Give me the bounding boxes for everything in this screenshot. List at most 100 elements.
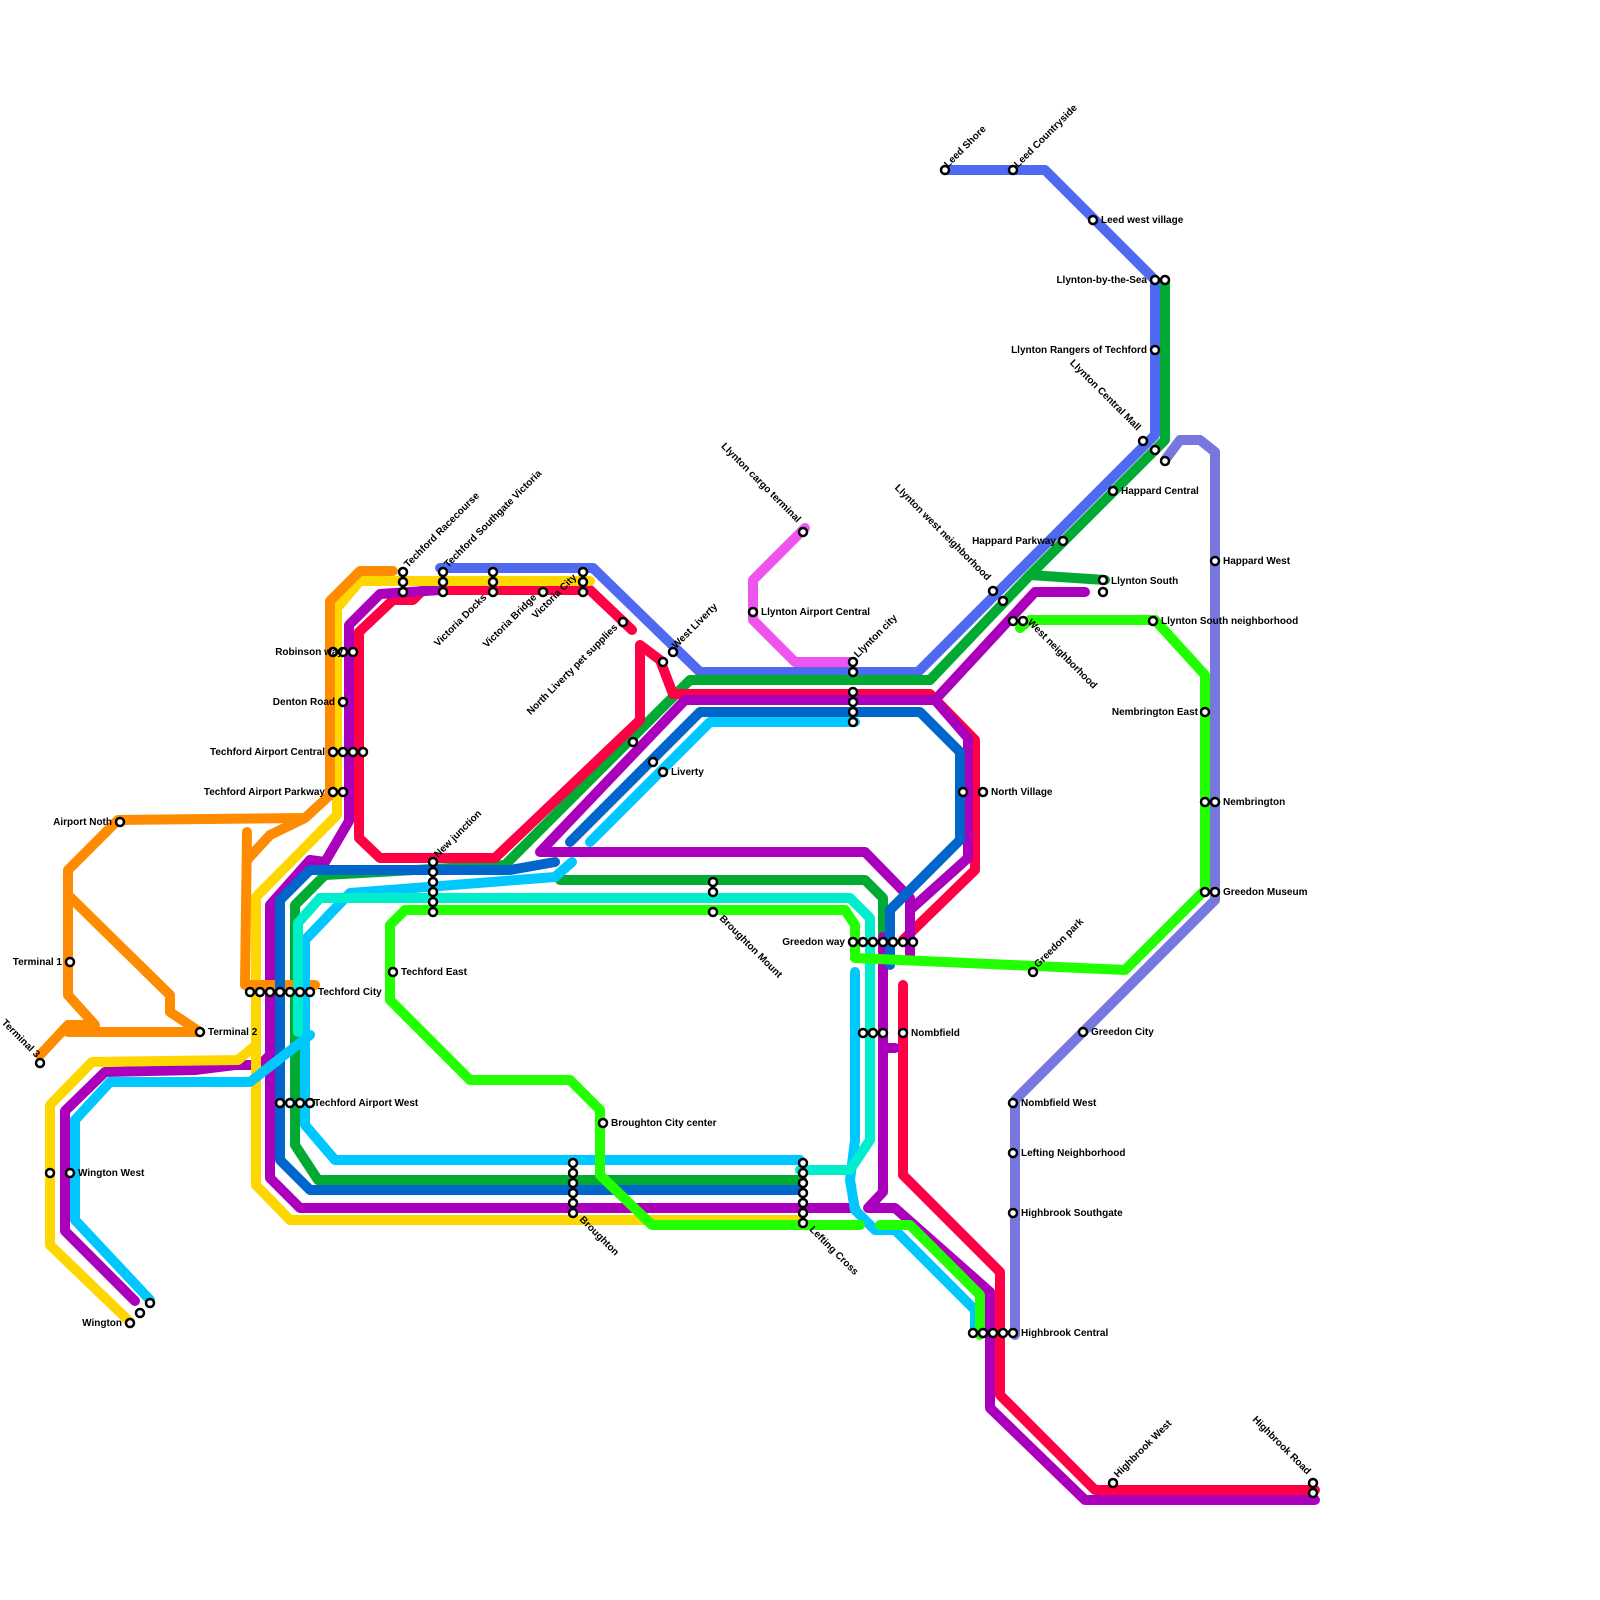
station-marker[interactable] <box>799 1219 807 1227</box>
station-marker[interactable] <box>1109 1479 1117 1487</box>
station-marker[interactable] <box>1309 1479 1317 1487</box>
station-marker[interactable] <box>246 988 254 996</box>
station-marker[interactable] <box>849 938 857 946</box>
station-marker[interactable] <box>429 898 437 906</box>
station-marker[interactable] <box>909 938 917 946</box>
station-marker[interactable] <box>36 1059 44 1067</box>
station-marker[interactable] <box>599 1119 607 1127</box>
station-marker[interactable] <box>569 1209 577 1217</box>
station-marker[interactable] <box>999 597 1007 605</box>
station-marker[interactable] <box>1211 557 1219 565</box>
station-marker[interactable] <box>959 788 967 796</box>
station-marker[interactable] <box>749 608 757 616</box>
station-marker[interactable] <box>879 938 887 946</box>
station-marker[interactable] <box>489 578 497 586</box>
station-marker[interactable] <box>569 1189 577 1197</box>
station-marker[interactable] <box>306 988 314 996</box>
station-marker[interactable] <box>399 578 407 586</box>
station-marker[interactable] <box>1161 457 1169 465</box>
station-marker[interactable] <box>1109 487 1117 495</box>
station-marker[interactable] <box>859 1029 867 1037</box>
station-marker[interactable] <box>489 568 497 576</box>
station-marker[interactable] <box>1009 1099 1017 1107</box>
station-marker[interactable] <box>849 718 857 726</box>
station-marker[interactable] <box>1151 346 1159 354</box>
station-marker[interactable] <box>1151 276 1159 284</box>
station-marker[interactable] <box>1059 537 1067 545</box>
station-marker[interactable] <box>276 988 284 996</box>
station-marker[interactable] <box>306 1099 314 1107</box>
station-marker[interactable] <box>339 788 347 796</box>
station-marker[interactable] <box>989 587 997 595</box>
station-marker[interactable] <box>619 618 627 626</box>
station-marker[interactable] <box>1139 437 1147 445</box>
station-marker[interactable] <box>859 938 867 946</box>
station-marker[interactable] <box>146 1299 154 1307</box>
station-marker[interactable] <box>889 938 897 946</box>
station-marker[interactable] <box>429 878 437 886</box>
station-marker[interactable] <box>999 1329 1007 1337</box>
station-marker[interactable] <box>869 1029 877 1037</box>
station-marker[interactable] <box>579 568 587 576</box>
station-marker[interactable] <box>579 588 587 596</box>
station-marker[interactable] <box>649 758 657 766</box>
station-marker[interactable] <box>1149 617 1157 625</box>
station-marker[interactable] <box>429 888 437 896</box>
station-marker[interactable] <box>629 738 637 746</box>
station-marker[interactable] <box>709 878 717 886</box>
station-marker[interactable] <box>296 1099 304 1107</box>
station-marker[interactable] <box>799 1159 807 1167</box>
station-marker[interactable] <box>46 1169 54 1177</box>
station-marker[interactable] <box>1201 888 1209 896</box>
station-marker[interactable] <box>1009 1209 1017 1217</box>
station-marker[interactable] <box>1211 798 1219 806</box>
station-marker[interactable] <box>1099 588 1107 596</box>
station-marker[interactable] <box>1009 1149 1017 1157</box>
station-marker[interactable] <box>296 988 304 996</box>
station-marker[interactable] <box>799 1169 807 1177</box>
station-marker[interactable] <box>849 668 857 676</box>
station-marker[interactable] <box>659 658 667 666</box>
station-marker[interactable] <box>659 768 667 776</box>
station-marker[interactable] <box>389 968 397 976</box>
station-marker[interactable] <box>799 1209 807 1217</box>
station-marker[interactable] <box>339 698 347 706</box>
station-marker[interactable] <box>126 1319 134 1327</box>
station-marker[interactable] <box>799 1179 807 1187</box>
station-marker[interactable] <box>709 908 717 916</box>
station-marker[interactable] <box>1161 276 1169 284</box>
station-marker[interactable] <box>399 588 407 596</box>
station-marker[interactable] <box>429 858 437 866</box>
station-marker[interactable] <box>849 688 857 696</box>
station-marker[interactable] <box>1211 888 1219 896</box>
station-marker[interactable] <box>989 1329 997 1337</box>
station-marker[interactable] <box>979 788 987 796</box>
station-marker[interactable] <box>329 748 337 756</box>
station-marker[interactable] <box>709 888 717 896</box>
station-marker[interactable] <box>579 578 587 586</box>
station-marker[interactable] <box>1009 166 1017 174</box>
station-marker[interactable] <box>1201 798 1209 806</box>
station-marker[interactable] <box>1309 1489 1317 1497</box>
station-marker[interactable] <box>799 1189 807 1197</box>
station-marker[interactable] <box>359 748 367 756</box>
station-marker[interactable] <box>899 938 907 946</box>
station-marker[interactable] <box>196 1028 204 1036</box>
station-marker[interactable] <box>266 988 274 996</box>
station-marker[interactable] <box>969 1329 977 1337</box>
station-marker[interactable] <box>439 568 447 576</box>
station-marker[interactable] <box>1201 708 1209 716</box>
station-marker[interactable] <box>286 988 294 996</box>
station-marker[interactable] <box>569 1179 577 1187</box>
station-marker[interactable] <box>329 788 337 796</box>
station-marker[interactable] <box>799 1199 807 1207</box>
station-marker[interactable] <box>849 708 857 716</box>
station-marker[interactable] <box>349 648 357 656</box>
station-marker[interactable] <box>569 1159 577 1167</box>
station-marker[interactable] <box>569 1169 577 1177</box>
station-marker[interactable] <box>1151 446 1159 454</box>
station-marker[interactable] <box>1009 1329 1017 1337</box>
station-marker[interactable] <box>116 818 124 826</box>
station-marker[interactable] <box>399 568 407 576</box>
station-marker[interactable] <box>849 698 857 706</box>
